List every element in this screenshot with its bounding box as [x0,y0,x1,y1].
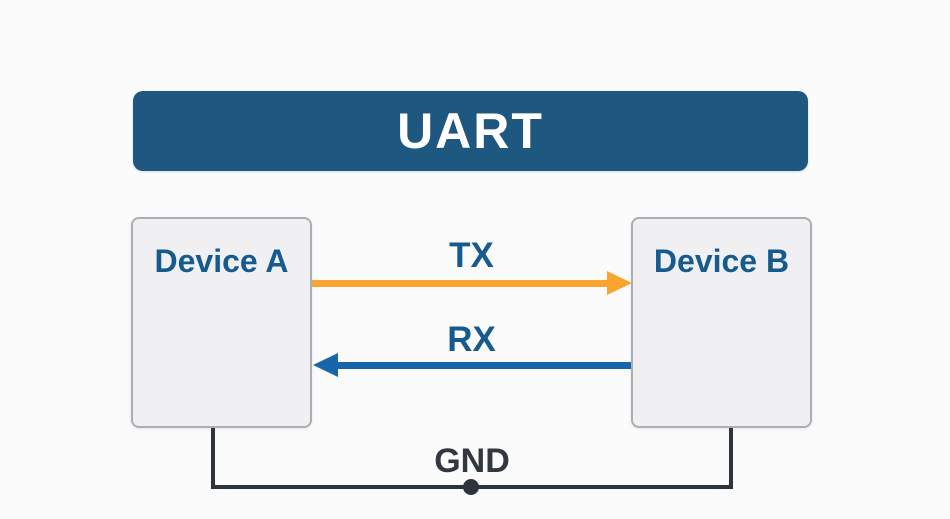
rx-signal-label: RX [447,320,496,359]
tx-signal-label: TX [449,236,494,275]
device-a-label: Device A [154,243,289,279]
device-b-box: Device B [631,217,812,428]
tx-arrow-head-right-icon [607,271,632,295]
device-b-label: Device B [653,243,790,279]
rx-arrow-head-left-icon [313,353,338,377]
gnd-wire-right-vertical [729,428,733,489]
diagram-title: UART [397,103,544,159]
gnd-junction-dot [463,479,479,495]
device-a-box: Device A [131,217,312,428]
gnd-label: GND [434,442,510,480]
rx-arrow-line [335,362,631,369]
gnd-wire-left-vertical [211,428,215,489]
uart-title-banner: UART [133,91,808,171]
tx-arrow-line [312,280,608,287]
